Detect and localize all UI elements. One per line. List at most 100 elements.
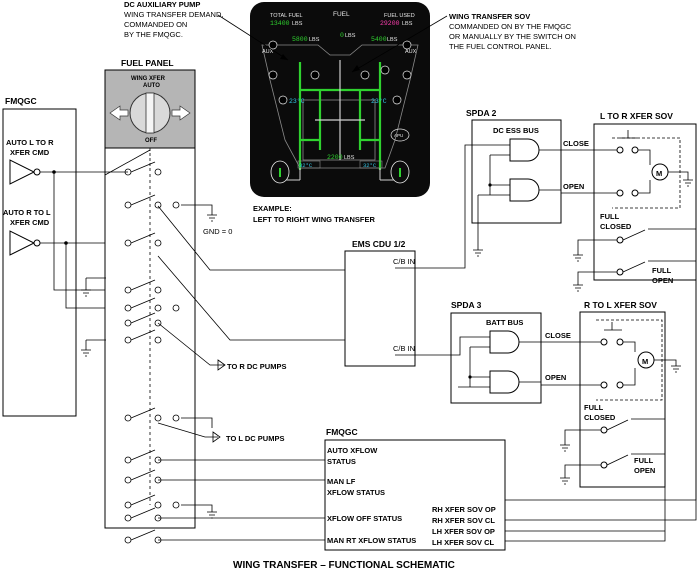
switch-contact [154, 304, 162, 312]
left-tank-unit: LBS [309, 37, 320, 43]
footer-title: WING TRANSFER – FUNCTIONAL SCHEMATIC [233, 560, 455, 571]
callout-example-1: EXAMPLE: [253, 204, 292, 213]
spda3-bus: BATT BUS [486, 318, 523, 327]
total-fuel-unit: LBS [292, 21, 303, 27]
sov-rl-full-closed-1: FULL [584, 403, 604, 412]
switch-contact [154, 239, 162, 247]
switch-contact [124, 476, 132, 484]
left-tank-qty: 5800 [292, 36, 308, 43]
sov-rl-full-open-2: OPEN [634, 466, 655, 475]
callout-sov-title: WING TRANSFER SOV [449, 12, 530, 21]
callout-sov-line2: COMMANDED ON BY THE FMQGC [449, 22, 572, 31]
fmqgc-left-title: FMQGC [5, 96, 37, 106]
switch-blade [130, 279, 156, 291]
center-tank-unit: LBS [345, 33, 356, 39]
fmqgc-in-5: XFLOW OFF STATUS [327, 514, 402, 523]
spda2-bus: DC ESS BUS [493, 126, 539, 135]
switch-contact [124, 501, 132, 509]
sov-r-to-l: R TO L XFER SOV CLOSE OPEN M FULL CLOSED… [505, 300, 681, 542]
sov-lr-title: L TO R XFER SOV [600, 111, 673, 121]
switch-blade [130, 161, 156, 173]
switch-contact [124, 414, 132, 422]
switch-blade [130, 232, 156, 244]
inverter-2-symbol [9, 230, 36, 256]
temp-left: 23°C [289, 97, 305, 105]
fuel-used-label: FUEL USED [384, 13, 415, 19]
aft-tank-qty: 2200 [327, 154, 343, 161]
apu-label: APU [394, 133, 403, 138]
apu-symbol [390, 128, 410, 142]
aux-right-label: AUX [405, 49, 417, 55]
and-gate-close [509, 138, 540, 162]
cmd2-line2: XFER CMD [10, 218, 50, 227]
and-gate-open [509, 178, 540, 202]
temp-center-right: 32°C [363, 162, 377, 169]
fmqgc-in-1: AUTO XFLOW [327, 446, 378, 455]
switch-contact [124, 514, 132, 522]
sov-lr-full-closed-2: CLOSED [600, 222, 632, 231]
switch-contact [154, 168, 162, 176]
knob-pointer [145, 92, 155, 134]
fmqgc-out-1: RH XFER SOV OP [432, 505, 496, 514]
switch-contact [154, 414, 162, 422]
switch-contact [172, 201, 180, 209]
fuel-used-unit: LBS [402, 21, 413, 27]
switch-blade [130, 529, 156, 541]
spda2-box: SPDA 2 DC ESS BUS [415, 108, 562, 269]
switch-blade [130, 407, 156, 419]
cmd2-line1: AUTO R TO L [3, 208, 51, 217]
fmqgc-bottom-box: FMQGC AUTO XFLOW STATUS MAN LF XFLOW STA… [324, 427, 506, 551]
temp-right: 23°C [371, 97, 387, 105]
display-title: FUEL [333, 11, 350, 18]
switch-contact [124, 304, 132, 312]
arrow-right-icon [171, 105, 191, 121]
ems-cb1: C/B IN [393, 257, 415, 266]
sov-lr-open: OPEN [563, 182, 584, 191]
callouts: DC AUXILIARY PUMP WING TRANSFER DEMAND, … [124, 0, 576, 224]
right-tank-unit: LBS [387, 37, 398, 43]
temp-center-left: 32°C [299, 162, 313, 169]
aft-tank-unit: LBS [344, 155, 355, 161]
callout-sov-line4: THE FUEL CONTROL PANEL. [449, 42, 552, 51]
to-l-dc-pumps: TO L DC PUMPS [226, 434, 284, 443]
fuel-synoptic-display: FUEL TOTAL FUEL 13400 LBS FUEL USED 2920… [250, 2, 430, 197]
ems-title: EMS CDU 1/2 [352, 239, 406, 249]
switch-contact [154, 286, 162, 294]
total-fuel-label: TOTAL FUEL [270, 13, 303, 19]
callout-example-2: LEFT TO RIGHT WING TRANSFER [253, 215, 376, 224]
total-fuel-value: 13400 [270, 20, 290, 27]
ems-cb2: C/B IN [393, 344, 415, 353]
sov-lr-close: CLOSE [563, 139, 589, 148]
switch-contact [154, 336, 162, 344]
switch-blade [130, 329, 156, 341]
switch-contact [154, 201, 162, 209]
spda2-title: SPDA 2 [466, 108, 497, 118]
sov-lr-full-closed-1: FULL [600, 212, 620, 221]
and-gate-close-2 [489, 330, 520, 354]
aux-left-label: AUX [262, 49, 274, 55]
switch-blade [130, 194, 156, 206]
switch-blade [130, 449, 156, 461]
fuel-panel-title: FUEL PANEL [121, 58, 174, 68]
knob-label-1: WING XFER [131, 76, 166, 82]
sov-l-to-r: L TO R XFER SOV CLOSE OPEN M FULL CLOSED… [505, 111, 697, 521]
switch-contact [172, 304, 180, 312]
motor-lr-label: M [656, 169, 662, 178]
inverter-1-symbol [9, 159, 36, 185]
spda3-box: SPDA 3 BATT BUS [415, 300, 542, 404]
switch-contact [154, 501, 162, 509]
switch-contact [124, 239, 132, 247]
sov-rl-full-open-1: FULL [634, 456, 654, 465]
panel-switch-contacts [124, 161, 180, 544]
callout-pump-line4: BY THE FMQGC. [124, 30, 183, 39]
sov-rl-close: CLOSE [545, 331, 571, 340]
switch-blade [130, 297, 156, 309]
right-tank-qty: 5400 [371, 36, 387, 43]
fmqgc-in-3: MAN LF [327, 477, 356, 486]
switch-blade [130, 507, 156, 519]
switch-contact [124, 319, 132, 327]
fmqgc-out-3: LH XFER SOV OP [432, 527, 495, 536]
fmqgc-bottom-title: FMQGC [326, 427, 358, 437]
switch-contact [124, 536, 132, 544]
fmqgc-left-box: FMQGC AUTO L TO R XFER CMD AUTO R TO L X… [2, 96, 77, 417]
